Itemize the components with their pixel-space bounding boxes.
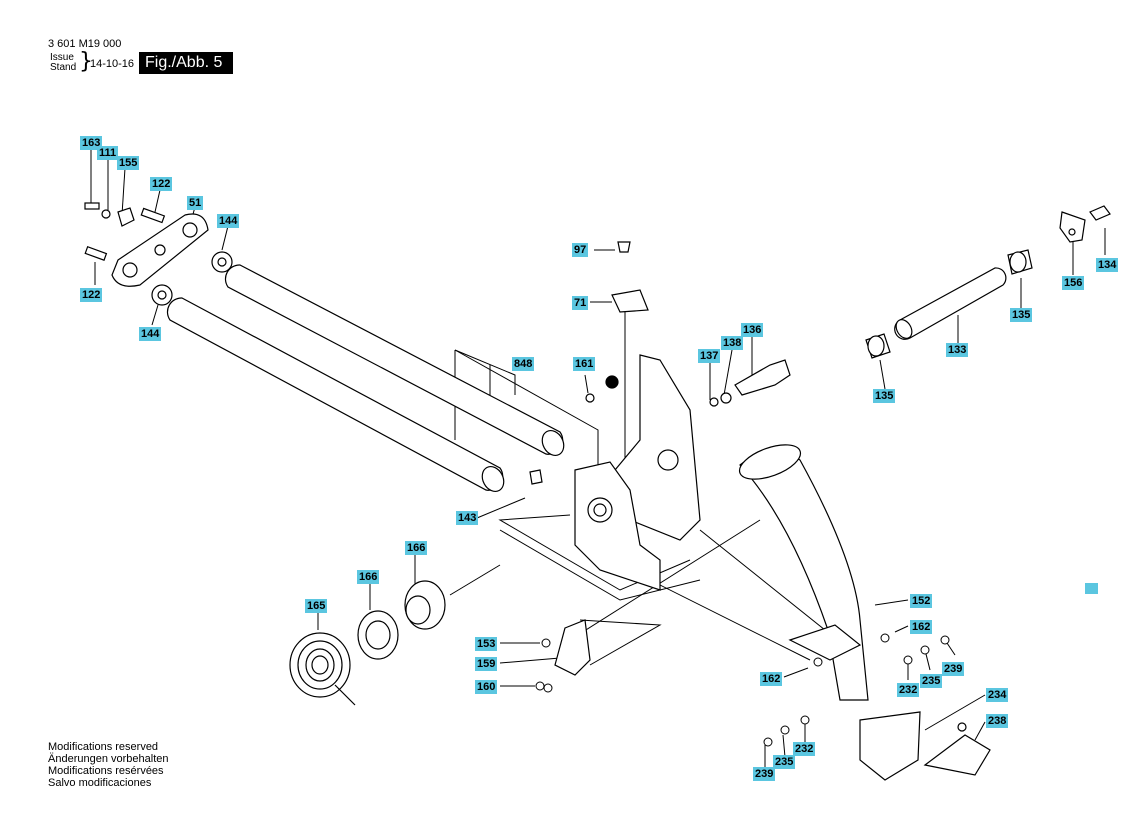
label-235-right: 235	[920, 674, 943, 688]
label-159: 159	[475, 657, 498, 671]
label-239-right: 239	[942, 662, 965, 676]
part-number: 3 601 M19 000	[48, 38, 122, 50]
note-de: Änderungen vorbehalten	[48, 753, 169, 765]
label-238: 238	[986, 714, 1009, 728]
label-235-bottom: 235	[773, 755, 796, 769]
label-162-right: 162	[910, 620, 933, 634]
label-135-left: 135	[873, 389, 896, 403]
label-135-right: 135	[1010, 308, 1033, 322]
label-232-bottom: 232	[793, 742, 816, 756]
label-111: 111	[97, 146, 119, 160]
label-161: 161	[573, 357, 596, 371]
label-155: 155	[117, 156, 140, 170]
label-122-top: 122	[150, 177, 173, 191]
stand-label: Stand	[50, 62, 77, 73]
label-165: 165	[305, 599, 328, 613]
label-162-left: 162	[760, 672, 783, 686]
label-156: 156	[1062, 276, 1085, 290]
issue-date: 14-10-16	[90, 58, 135, 70]
label-232-right: 232	[897, 683, 920, 697]
label-166-top: 166	[405, 541, 428, 555]
label-143: 143	[456, 511, 479, 525]
note-en: Modifications reserved	[48, 741, 159, 753]
label-51: 51	[187, 196, 204, 210]
label-160: 160	[475, 680, 498, 694]
label-234: 234	[986, 688, 1009, 702]
label-163: 163	[80, 136, 103, 150]
note-fr: Modifications resérvées	[48, 765, 164, 777]
label-152: 152	[910, 594, 933, 608]
index-marker	[1085, 583, 1098, 594]
label-134: 134	[1096, 258, 1119, 272]
note-es: Salvo modificaciones	[48, 777, 152, 789]
label-133: 133	[946, 343, 969, 357]
label-153: 153	[475, 637, 498, 651]
brace-glyph: }	[79, 49, 93, 74]
label-71: 71	[572, 296, 589, 310]
label-166-bottom: 166	[357, 570, 380, 584]
label-239-bottom: 239	[753, 767, 776, 781]
figure-title: Fig./Abb. 5	[139, 52, 233, 74]
label-122-bottom: 122	[80, 288, 103, 302]
label-138: 138	[721, 336, 744, 350]
label-137: 137	[698, 349, 721, 363]
label-144-top: 144	[217, 214, 240, 228]
label-848: 848	[512, 357, 535, 371]
issue-label: Issue	[50, 52, 74, 63]
label-144-bottom: 144	[139, 327, 162, 341]
label-136: 136	[741, 323, 764, 337]
label-97: 97	[572, 243, 589, 257]
